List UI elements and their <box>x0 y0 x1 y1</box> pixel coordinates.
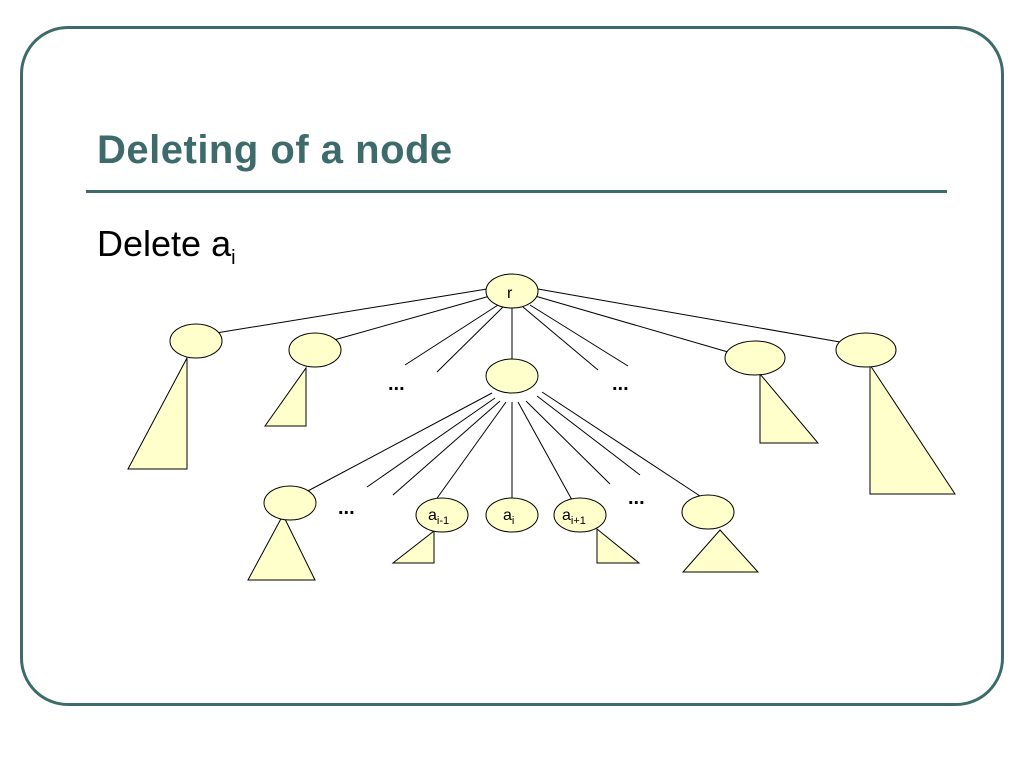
label-a-next: ai+1 <box>562 507 586 527</box>
edge-mid-aprev <box>434 401 507 502</box>
edge-mid-left <box>303 392 493 494</box>
grandchild-node-left <box>263 485 317 521</box>
subtree-child4 <box>869 363 956 495</box>
ellipsis-root-right: ... <box>612 373 629 395</box>
label-a-i-sub: i <box>512 515 514 527</box>
child-node-4 <box>835 332 897 368</box>
edge-root-child1 <box>215 288 488 334</box>
edge-root-child2 <box>333 295 491 341</box>
edge-mid-dots3 <box>525 400 611 485</box>
label-a-prev-base: a <box>428 507 437 524</box>
edge-root-dots1 <box>404 304 499 366</box>
subtitle-text: Delete a <box>97 223 232 264</box>
root-node <box>485 273 539 309</box>
label-a-prev: ai-1 <box>428 507 449 527</box>
subtree-child1 <box>127 357 188 470</box>
slide-subtitle: Delete ai <box>97 223 236 269</box>
title-divider <box>86 190 947 193</box>
subtree-child3 <box>759 372 820 444</box>
subtree-child2 <box>264 366 307 427</box>
child-node-2 <box>288 332 342 368</box>
edge-mid-dots1 <box>366 397 496 488</box>
nodes <box>169 273 897 533</box>
label-a-next-sub: i+1 <box>571 515 586 527</box>
edge-root-child3 <box>534 295 729 353</box>
grandchild-node-right <box>681 494 735 530</box>
subtree-anext <box>596 527 641 564</box>
edge-root-dots3 <box>522 306 599 371</box>
edge-root-dots4 <box>529 304 629 367</box>
label-a-i-base: a <box>503 507 512 524</box>
child-node-1 <box>169 323 223 359</box>
root-label: r <box>507 285 513 302</box>
ellipsis-root-left: ... <box>388 373 405 395</box>
edge-mid-dots4 <box>536 395 641 476</box>
subtrees <box>127 357 956 581</box>
root-edges <box>215 288 841 373</box>
subtree-grandchild-left <box>247 513 316 581</box>
edge-mid-right <box>541 391 701 497</box>
subtree-grandchild-right <box>681 529 760 573</box>
node-a-i <box>485 497 539 533</box>
edge-mid-dots2 <box>392 400 501 496</box>
label-a-next-base: a <box>562 507 571 524</box>
child-node-3 <box>724 340 786 376</box>
label-a-i: ai <box>503 507 514 527</box>
slide-title: Deleting of a node <box>97 128 453 172</box>
middle-edges <box>303 391 701 502</box>
subtitle-subscript: i <box>231 247 236 269</box>
edge-root-child4 <box>537 288 841 343</box>
ellipsis-mid-right: ... <box>628 487 645 509</box>
node-a-next <box>553 497 607 533</box>
label-a-prev-sub: i-1 <box>437 515 449 527</box>
ellipsis-mid-left: ... <box>338 497 355 519</box>
node-a-prev <box>415 497 469 533</box>
slide-frame <box>20 26 1004 706</box>
middle-node <box>485 358 539 394</box>
edge-mid-anext <box>517 401 573 501</box>
edge-root-dots2 <box>436 306 504 373</box>
subtree-aprev <box>391 529 435 564</box>
